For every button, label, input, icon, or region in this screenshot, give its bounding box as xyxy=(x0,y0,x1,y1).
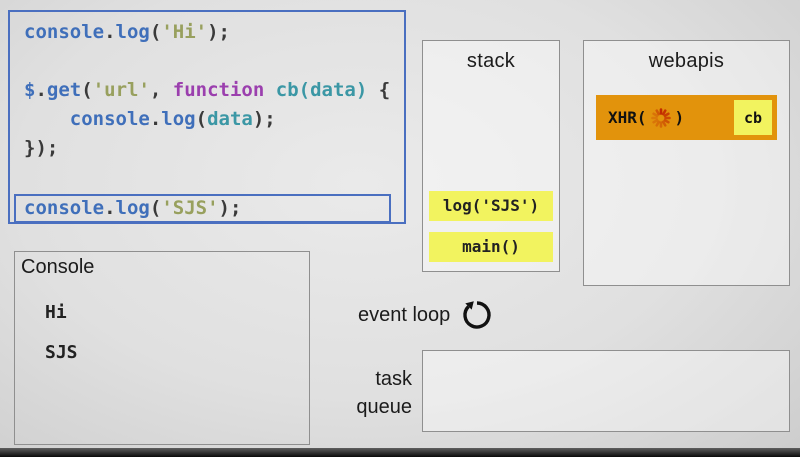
task-queue-label-line1: task xyxy=(375,368,412,390)
callback-box: cb xyxy=(734,100,772,135)
code-token: . xyxy=(104,21,116,43)
code-token: , xyxy=(149,79,173,101)
code-token: console xyxy=(24,21,105,43)
code-line-highlighted: console.log('SJS'); xyxy=(14,194,391,223)
code-token: . xyxy=(35,79,47,101)
clockwise-circular-arrow-icon xyxy=(463,301,491,329)
code-line: $.get('url', function cb(data) { xyxy=(10,76,404,105)
stack-frame: log('SJS') xyxy=(429,191,553,221)
code-token: ); xyxy=(218,197,242,219)
code-token: log xyxy=(115,21,150,43)
code-token: ( xyxy=(149,197,162,219)
code-token: { xyxy=(367,79,391,101)
stack-frames: log('SJS') main() xyxy=(429,191,553,262)
code-line xyxy=(10,163,404,192)
video-bottom-edge xyxy=(0,448,800,457)
code-token xyxy=(264,79,275,101)
code-token: . xyxy=(104,197,116,219)
code-token: 'url' xyxy=(92,79,150,101)
code-token: 'Hi' xyxy=(161,21,208,43)
xhr-call-prefix: XHR( xyxy=(608,108,647,127)
code-token: cb(data) xyxy=(275,79,368,101)
code-token: ); xyxy=(252,108,276,130)
code-token: function xyxy=(172,79,265,101)
xhr-call-suffix: ) xyxy=(674,108,685,127)
code-token: ( xyxy=(195,108,208,130)
code-token: console xyxy=(24,197,105,219)
stack-frame: main() xyxy=(429,232,553,262)
code-token: . xyxy=(149,108,162,130)
code-token: ( xyxy=(149,21,162,43)
code-token: }); xyxy=(24,137,59,159)
task-queue-label: task queue xyxy=(336,365,412,421)
code-token: ); xyxy=(207,21,230,43)
code-token: 'SJS' xyxy=(161,197,219,219)
code-token xyxy=(24,108,70,130)
code-token: get xyxy=(46,79,82,101)
webapis-title: webapis xyxy=(648,50,725,72)
console-title: Console xyxy=(21,256,95,278)
task-queue xyxy=(422,350,790,432)
code-token: ( xyxy=(81,79,93,101)
code-token: log xyxy=(115,197,150,219)
code-line xyxy=(10,47,404,76)
stack-panel: stack log('SJS') main() xyxy=(422,40,560,272)
loading-spinner-icon xyxy=(650,107,671,128)
event-loop-label: event loop xyxy=(358,303,451,326)
webapi-xhr-item: XHR( ) cb xyxy=(596,95,777,140)
code-token: console xyxy=(69,108,150,130)
code-editor: console.log('Hi'); $.get('url', function… xyxy=(8,10,406,224)
webapis-panel: webapis XHR( ) xyxy=(583,40,790,286)
code-line: console.log(data); xyxy=(10,105,404,134)
code-token: $ xyxy=(24,79,36,101)
code-lines: console.log('Hi'); $.get('url', function… xyxy=(10,18,404,223)
stack-title: stack xyxy=(466,50,516,72)
code-token: data xyxy=(207,108,253,130)
task-queue-label-line2: queue xyxy=(356,396,412,418)
console-output-line: SJS xyxy=(45,342,78,363)
event-loop: event loop xyxy=(358,297,495,333)
code-line: console.log('Hi'); xyxy=(10,18,404,47)
code-line: }); xyxy=(10,134,404,163)
console-output-line: Hi xyxy=(45,302,67,323)
code-token: log xyxy=(161,108,196,130)
